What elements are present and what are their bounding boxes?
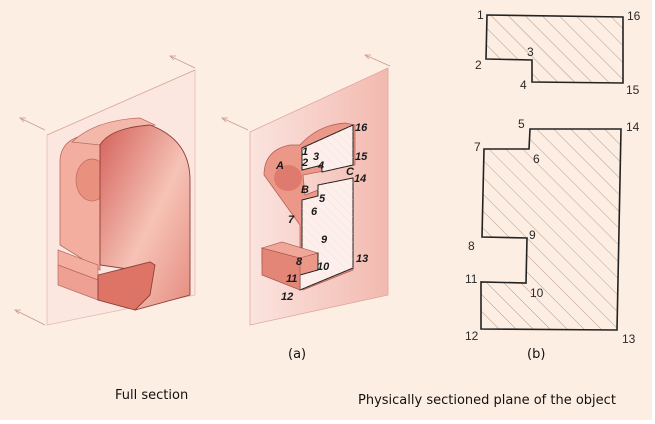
point-label: 9: [529, 228, 536, 242]
point-label: C: [346, 166, 355, 178]
point-label: 9: [321, 234, 328, 246]
point-label: 4: [317, 160, 324, 172]
point-label: 4: [520, 78, 527, 92]
point-label: 1: [302, 146, 308, 158]
profile-top-shape: [485, 14, 624, 84]
point-label: 5: [319, 193, 326, 205]
point-label: 5: [518, 117, 525, 131]
point-label: 12: [281, 291, 293, 303]
point-label: 15: [355, 151, 368, 163]
point-label: 8: [296, 256, 303, 268]
section-profile-top: 1 2 3 4 15 16: [475, 8, 641, 97]
point-label: 10: [530, 286, 544, 300]
point-label: 14: [354, 173, 366, 185]
point-label: A: [275, 160, 284, 172]
point-label: 3: [527, 45, 534, 59]
point-label: 7: [288, 214, 295, 226]
object-base-front: [97, 261, 156, 311]
section-arrow-icon: [221, 54, 391, 131]
point-label: 3: [313, 151, 319, 163]
caption-sectioned-plane: Physically sectioned plane of the object: [358, 393, 616, 408]
point-label: 11: [286, 273, 297, 285]
point-label: 2: [301, 157, 308, 169]
caption-full-section: Full section: [115, 388, 189, 403]
section-profile-bottom: 5 6 7 8 9 10 11 12 13 14: [465, 117, 640, 346]
object-right-face: [99, 124, 191, 311]
sectioned-object-figure: 1 2 3 4 5 6 7 8 9 10 11 12 13 14 15 16 A…: [221, 54, 391, 326]
point-label: 10: [317, 261, 330, 273]
point-label: 6: [311, 206, 318, 218]
point-label: B: [301, 184, 309, 196]
point-label: 11: [465, 272, 478, 286]
point-label: 6: [533, 152, 540, 166]
point-label: 16: [355, 122, 368, 134]
figure-label-a: (a): [288, 347, 307, 362]
point-label: 2: [475, 58, 482, 72]
profile-bottom-shape: [480, 128, 622, 331]
point-label: 7: [474, 140, 481, 154]
point-label: 16: [627, 9, 641, 23]
point-label: 14: [626, 120, 640, 134]
point-label: 13: [622, 332, 636, 346]
hole-half: [274, 165, 302, 191]
point-label: 8: [468, 239, 475, 253]
point-label: 12: [465, 329, 479, 343]
section-arrow-icon: [14, 55, 196, 326]
point-label: 13: [356, 253, 368, 265]
full-section-figure: [14, 55, 196, 326]
figure-label-b: (b): [527, 347, 546, 362]
point-label: 15: [626, 83, 640, 97]
point-label: 1: [477, 8, 484, 22]
